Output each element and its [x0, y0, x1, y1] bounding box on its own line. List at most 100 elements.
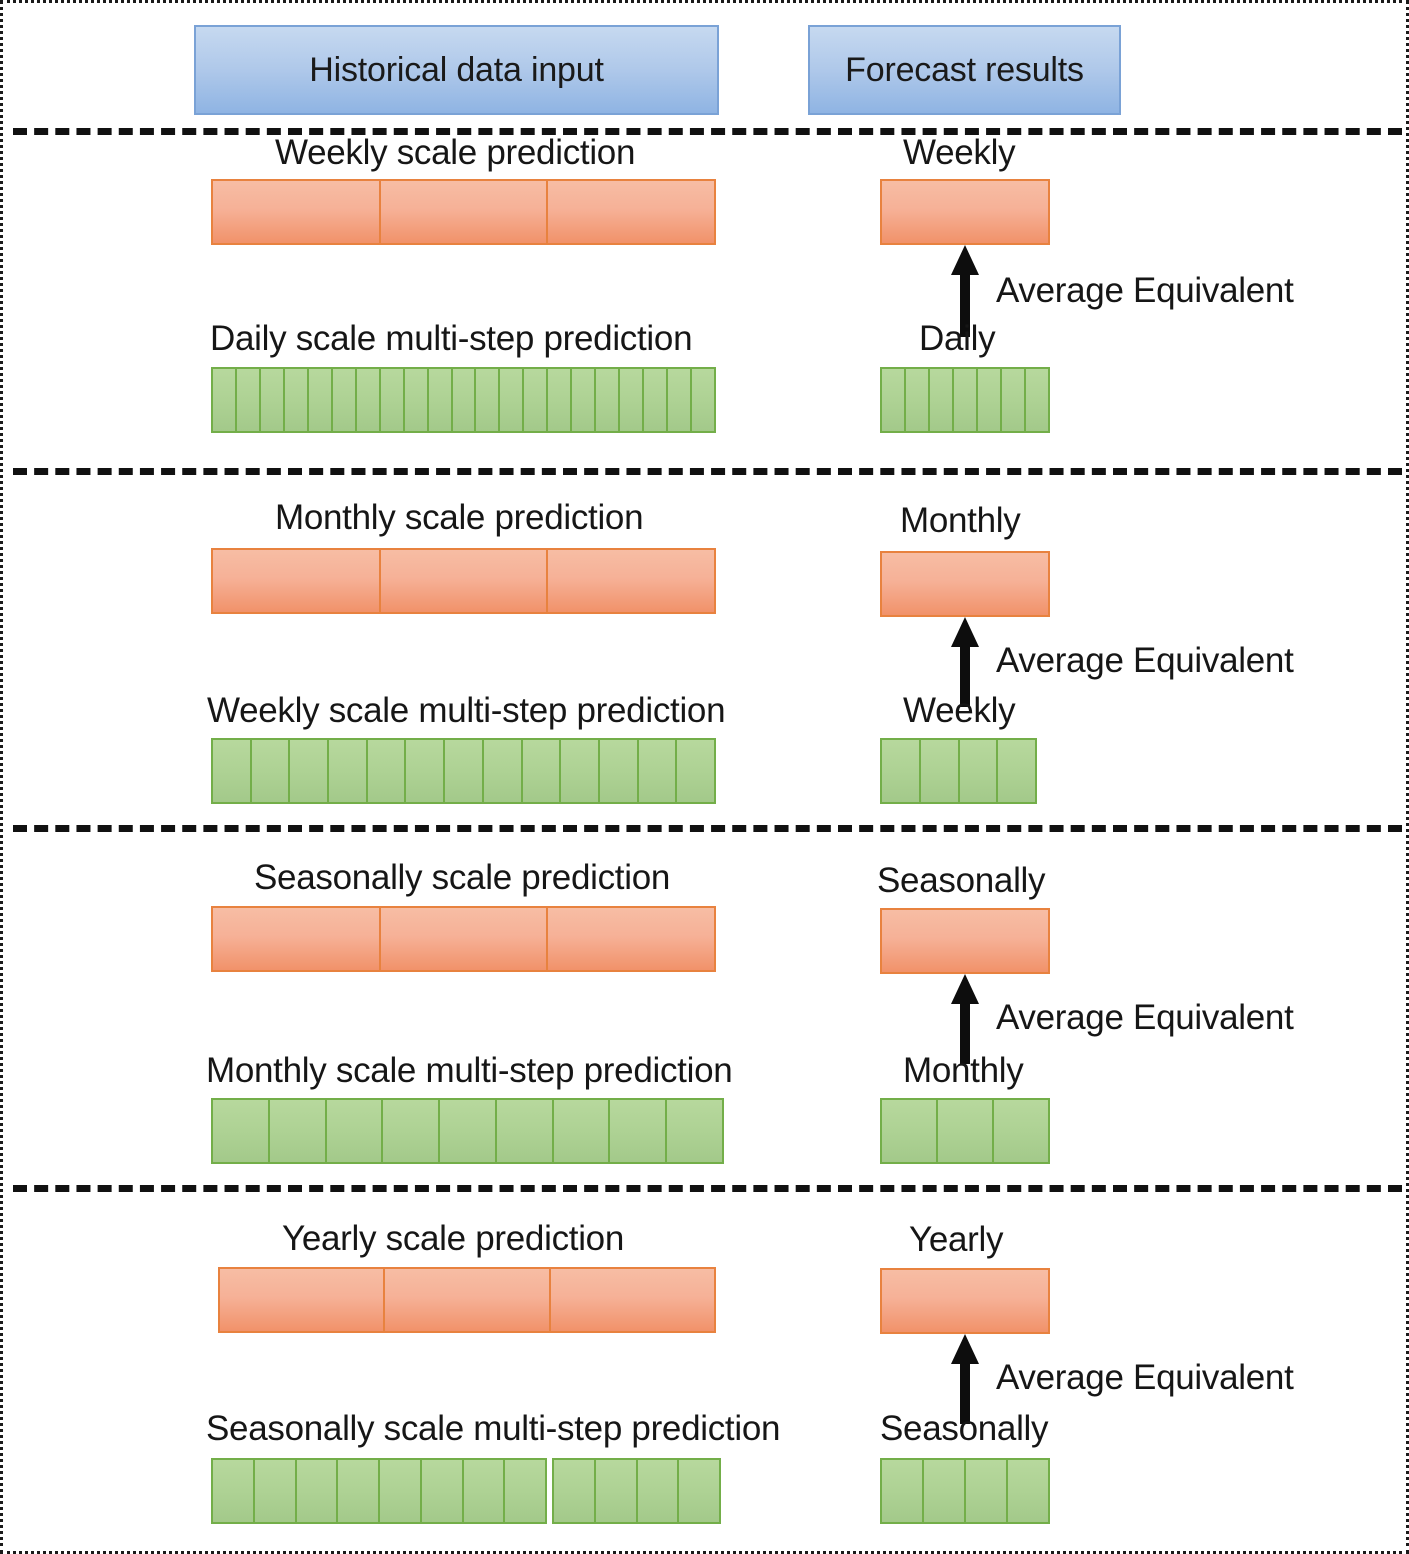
section-2-input-source-caption: Weekly scale multi-step prediction	[207, 691, 726, 730]
bar-cell	[880, 367, 906, 433]
bar-cell	[957, 738, 999, 804]
bar-cell	[234, 367, 261, 433]
bar-cell	[546, 906, 717, 972]
section-3-input-target-caption: Seasonally scale prediction	[254, 858, 671, 897]
bar-cell	[211, 1458, 255, 1524]
bar-cell	[880, 551, 1050, 617]
section-4-arrow-label: Average Equivalent	[996, 1358, 1294, 1397]
section-3-arrow-label: Average Equivalent	[996, 998, 1294, 1037]
section-3-output-source-caption: Monthly	[903, 1051, 1024, 1090]
section-2-input-source-bar	[211, 738, 716, 804]
bar-cell	[443, 738, 484, 804]
section-2-input-target-bar	[211, 548, 717, 614]
section-2-arrow-label: Average Equivalent	[996, 641, 1294, 680]
bar-cell	[964, 1458, 1008, 1524]
bar-cell	[594, 367, 621, 433]
section-4-output-source-caption: Seasonally	[880, 1409, 1049, 1448]
section-4-average-equivalent-arrow	[950, 1334, 980, 1424]
bar-cell	[593, 1458, 638, 1524]
section-4-input-target-bar	[218, 1267, 716, 1333]
bar-cell	[498, 367, 525, 433]
bar-cell	[378, 367, 405, 433]
bar-cell	[383, 1267, 551, 1333]
section-4-input-source-caption: Seasonally scale multi-step prediction	[206, 1409, 781, 1448]
section-divider-1	[13, 468, 1402, 475]
bar-cell	[666, 367, 693, 433]
bar-cell	[1006, 1458, 1050, 1524]
bar-cell	[880, 738, 921, 804]
section-3-input-source-bar	[211, 1098, 725, 1164]
bar-cell	[936, 1098, 994, 1164]
bar-cell	[665, 1098, 725, 1164]
section-4-input-target-caption: Yearly scale prediction	[282, 1219, 625, 1258]
bar-cell	[327, 738, 368, 804]
bar-cell	[306, 367, 333, 433]
bar-cell	[494, 1098, 554, 1164]
section-1-output-source-bar	[880, 367, 1050, 433]
bar-cell	[880, 1458, 924, 1524]
bar-cell	[675, 738, 716, 804]
bar-cell	[336, 1458, 380, 1524]
section-4-output-source-bar	[880, 1458, 1050, 1524]
bar-cell	[330, 367, 357, 433]
bar-cell	[211, 906, 381, 972]
bar-cell	[548, 1267, 716, 1333]
section-divider-3	[13, 1185, 1402, 1192]
section-2-output-source-bar	[880, 738, 1037, 804]
section-3-output-target-caption: Seasonally	[877, 861, 1046, 900]
section-1-output-target-bar	[880, 179, 1050, 245]
bar-cell	[419, 1458, 464, 1524]
bar-cell	[642, 367, 669, 433]
section-1-arrow-label: Average Equivalent	[996, 271, 1294, 310]
bar-cell	[324, 1098, 384, 1164]
bar-cell	[546, 179, 717, 245]
bar-cell	[880, 1268, 1050, 1334]
bar-cell	[211, 548, 381, 614]
bar-cell	[608, 1098, 668, 1164]
section-4-output-target-bar	[880, 1268, 1050, 1334]
section-3-input-source-caption: Monthly scale multi-step prediction	[206, 1051, 733, 1090]
bar-cell	[267, 1098, 327, 1164]
section-3-input-target-bar	[211, 906, 717, 972]
bar-cell	[378, 548, 549, 614]
section-3-output-target-bar	[880, 908, 1050, 974]
section-1-output-source-caption: Daily	[919, 319, 996, 358]
bar-cell	[918, 738, 960, 804]
section-4-output-target-caption: Yearly	[909, 1220, 1004, 1259]
bar-cell	[570, 367, 597, 433]
bar-cell	[249, 738, 291, 804]
bar-cell	[952, 367, 978, 433]
bar-cell	[481, 738, 523, 804]
bar-cell	[1024, 367, 1050, 433]
bar-cell	[461, 1458, 506, 1524]
section-2-average-equivalent-arrow	[950, 617, 980, 707]
bar-cell	[904, 367, 930, 433]
section-1-input-source-bar	[211, 367, 717, 433]
section-3-average-equivalent-arrow	[950, 974, 980, 1064]
section-1-input-target-caption: Weekly scale prediction	[275, 133, 636, 172]
bar-cell	[381, 1098, 441, 1164]
bar-cell	[880, 908, 1050, 974]
bar-cell	[211, 738, 252, 804]
bar-cell	[880, 179, 1050, 245]
bar-cell	[559, 738, 600, 804]
section-1-output-target-caption: Weekly	[903, 133, 1016, 172]
section-divider-top	[13, 128, 1402, 135]
section-2-output-target-caption: Monthly	[900, 501, 1021, 540]
bar-cell	[552, 1458, 596, 1524]
bar-cell	[996, 738, 1037, 804]
section-1-average-equivalent-arrow	[950, 245, 980, 337]
bar-cell	[218, 1267, 386, 1333]
bar-cell	[365, 738, 407, 804]
bar-cell	[438, 1098, 497, 1164]
bar-cell	[450, 367, 477, 433]
bar-cell	[252, 1458, 297, 1524]
historical-data-input-banner: Historical data input	[194, 25, 719, 115]
bar-cell	[474, 367, 501, 433]
bar-cell	[211, 179, 381, 245]
bar-cell	[635, 1458, 680, 1524]
section-2-output-source-caption: Weekly	[903, 691, 1016, 730]
bar-cell	[404, 738, 446, 804]
bar-cell	[211, 367, 237, 433]
